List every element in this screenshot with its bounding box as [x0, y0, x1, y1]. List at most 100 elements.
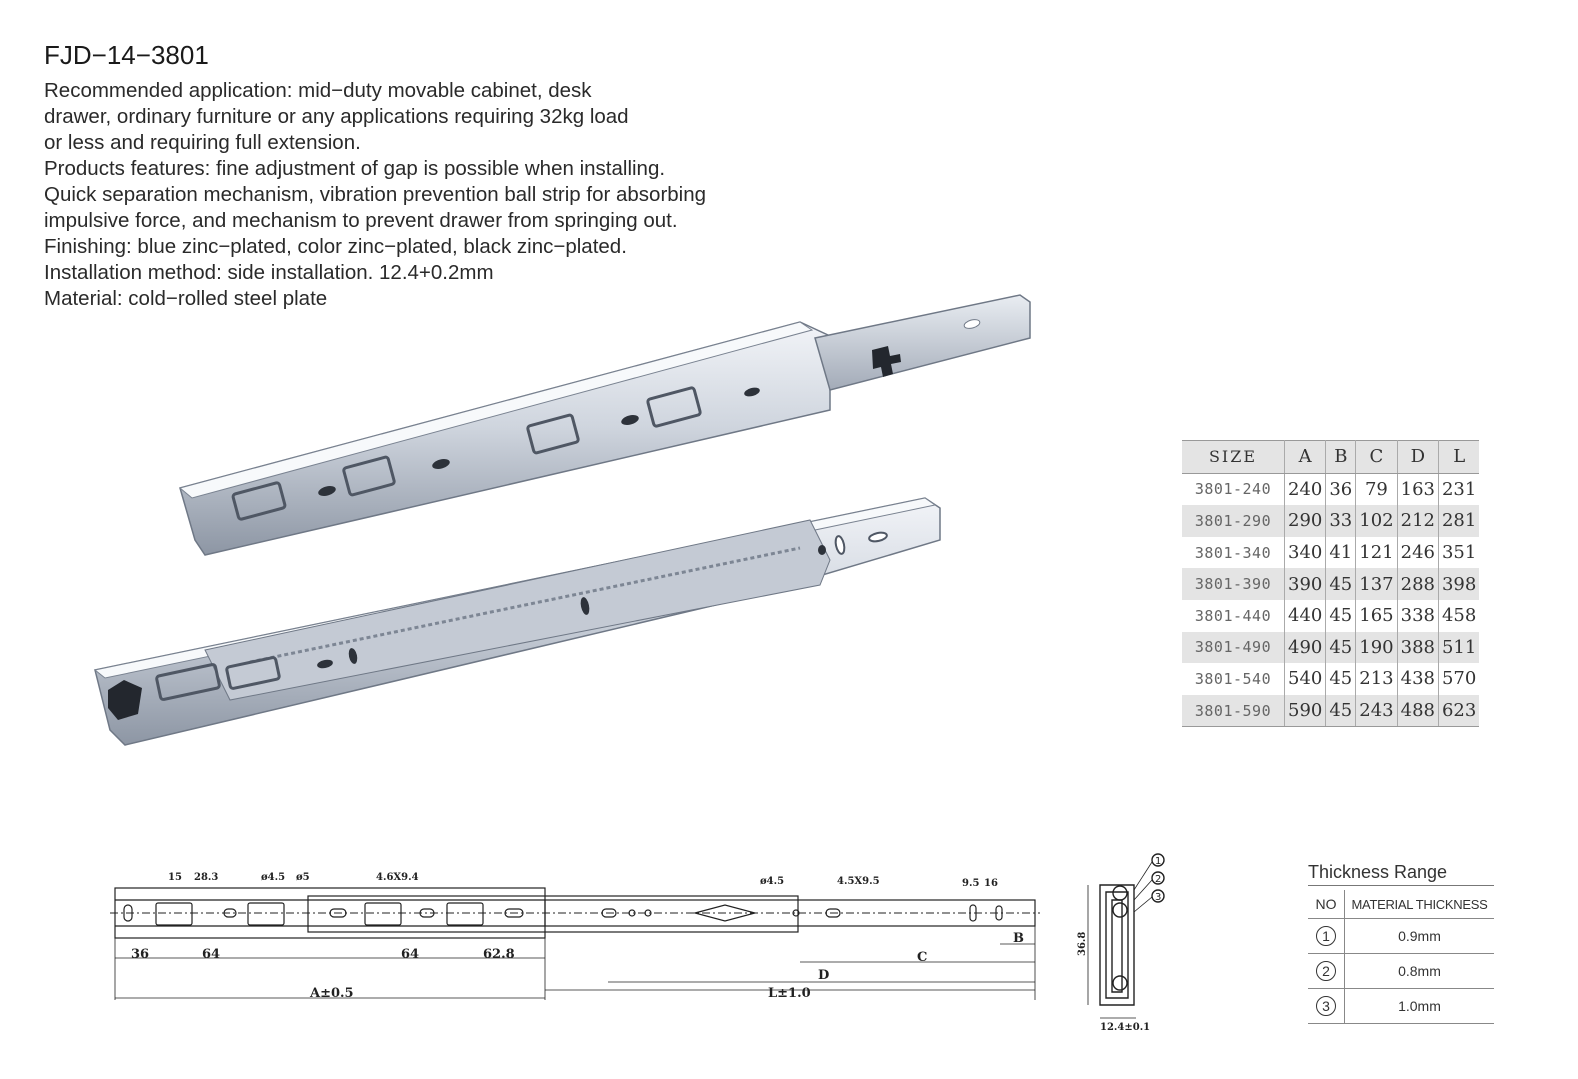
cell-a: 290	[1284, 505, 1327, 537]
cell-l: 458	[1441, 605, 1477, 627]
dim-62-8: 62.8	[483, 947, 515, 962]
cell-l: 511	[1438, 631, 1480, 664]
section-width: 12.4±0.1	[1100, 1022, 1150, 1033]
cell-b: 41	[1325, 536, 1357, 569]
cell-size: 3801-390	[1182, 568, 1285, 600]
cell-a: 440	[1284, 599, 1327, 632]
thickness-row: 1 0.9mm	[1308, 918, 1494, 954]
cell-l: 398	[1438, 568, 1480, 600]
cell-b: 45	[1325, 568, 1357, 600]
header-b: B	[1325, 440, 1357, 474]
cell-a: 390	[1284, 568, 1327, 600]
dim-16: 16	[984, 878, 998, 889]
cell-d: 488	[1397, 694, 1439, 728]
header-d: D	[1397, 440, 1439, 474]
dim-slot-4-6x9-4: 4.6X9.4	[376, 872, 419, 883]
cell-c: 213	[1355, 663, 1398, 695]
thickness-row: 3 1.0mm	[1308, 988, 1494, 1024]
section-height: 36.8	[1077, 932, 1088, 956]
cell-b: 45	[1325, 694, 1357, 728]
dim-36: 36	[131, 947, 149, 962]
dim-d: D	[818, 968, 829, 983]
cell-l: 231	[1441, 478, 1477, 500]
cell-c: 137	[1355, 568, 1398, 600]
cell-d: 246	[1397, 536, 1439, 569]
lower-slide-image	[93, 497, 941, 746]
size-table: SIZE A B C D L 3801-240 240 36 79 163 23…	[1182, 440, 1480, 728]
table-row: 3801-340 340 41 121 246 351	[1182, 536, 1479, 569]
description-line: Recommended application: mid−duty movabl…	[44, 79, 592, 102]
dim-dia-4-5: ø4.5	[261, 872, 285, 883]
description-line: Products features: fine adjustment of ga…	[44, 157, 666, 180]
dim-l: L±1.0	[768, 986, 811, 1001]
cell-c: 102	[1355, 505, 1398, 537]
cell-a: 590	[1284, 694, 1327, 728]
callout-1: 1	[1155, 856, 1161, 867]
cell-d: 288	[1397, 568, 1439, 600]
table-row: 3801-540 540 45 213 438 570	[1182, 663, 1479, 695]
cell-b: 36	[1325, 473, 1357, 506]
table-row: 3801-590 590 45 243 488 623	[1182, 694, 1480, 728]
number-badge: 1	[1316, 926, 1336, 946]
header-material-thickness: MATERIAL THICKNESS	[1344, 890, 1494, 919]
dim-slot-4-5x9-5: 4.5X9.5	[837, 876, 880, 887]
product-title: FJD−14−3801	[44, 40, 209, 70]
cell-d: 163	[1397, 473, 1439, 506]
description-line: Finishing: blue zinc−plated, color zinc−…	[44, 235, 627, 258]
size-table-header: SIZE A B C D L	[1182, 440, 1480, 474]
cell-d: 338	[1397, 599, 1439, 632]
header-l: L	[1438, 440, 1480, 474]
cell-b: 45	[1325, 599, 1357, 632]
thickness-title: Thickness Range	[1308, 862, 1494, 886]
thickness-header: NO MATERIAL THICKNESS	[1308, 890, 1494, 919]
table-row: 3801-390 390 45 137 288 398	[1182, 568, 1480, 600]
cell-l: 623	[1438, 694, 1480, 728]
cell-size: 3801-490	[1182, 631, 1285, 664]
cell-size: 3801-240	[1182, 473, 1285, 506]
table-row: 3801-240 240 36 79 163 231	[1182, 473, 1479, 506]
thickness-value: 0.9mm	[1344, 918, 1494, 954]
dim-c: C	[917, 950, 927, 965]
cell-a: 490	[1284, 631, 1327, 664]
table-row: 3801-440 440 45 165 338 458	[1182, 599, 1479, 632]
product-description: Recommended application: mid−duty movabl…	[44, 78, 706, 312]
dim-dia-4-5-b: ø4.5	[760, 876, 784, 887]
cell-b: 45	[1325, 663, 1357, 695]
callout-2: 2	[1155, 874, 1161, 885]
cell-a: 540	[1284, 663, 1327, 695]
dim-a: A±0.5	[309, 986, 354, 1001]
cell-l: 281	[1438, 505, 1480, 537]
cell-d: 438	[1397, 663, 1439, 695]
dim-dia-5: ø5	[296, 872, 310, 883]
header-a: A	[1284, 440, 1327, 474]
cell-c: 243	[1355, 694, 1398, 728]
cell-size: 3801-340	[1182, 536, 1285, 569]
cell-a: 340	[1284, 536, 1327, 569]
cell-l: 570	[1441, 668, 1477, 690]
cell-size: 3801-590	[1182, 694, 1285, 728]
header-size: SIZE	[1182, 440, 1285, 474]
cell-c: 165	[1355, 599, 1398, 632]
dim-28-3: 28.3	[194, 872, 218, 883]
description-line: Quick separation mechanism, vibration pr…	[44, 183, 707, 206]
description-line: drawer, ordinary furniture or any applic…	[44, 105, 629, 128]
description-line: Installation method: side installation. …	[44, 261, 494, 284]
cell-l: 351	[1441, 542, 1477, 564]
thickness-value: 1.0mm	[1344, 988, 1494, 1024]
table-row: 3801-490 490 45 190 388 511	[1182, 631, 1480, 664]
dim-64: 64	[202, 947, 220, 962]
table-row: 3801-290 290 33 102 212 281	[1182, 505, 1480, 537]
cell-size: 3801-540	[1182, 663, 1285, 695]
cell-d: 388	[1397, 631, 1439, 664]
description-line: or less and requiring full extension.	[44, 131, 361, 154]
cell-size: 3801-290	[1182, 505, 1285, 537]
description-line: Material: cold−rolled steel plate	[44, 287, 328, 310]
cell-b: 45	[1325, 631, 1357, 664]
header-no: NO	[1308, 890, 1345, 919]
thickness-row: 2 0.8mm	[1308, 953, 1494, 989]
thickness-table: NO MATERIAL THICKNESS 1 0.9mm 2 0.8mm 3 …	[1308, 890, 1494, 1024]
number-badge: 2	[1316, 961, 1336, 981]
description-line: impulsive force, and mechanism to preven…	[44, 209, 678, 232]
